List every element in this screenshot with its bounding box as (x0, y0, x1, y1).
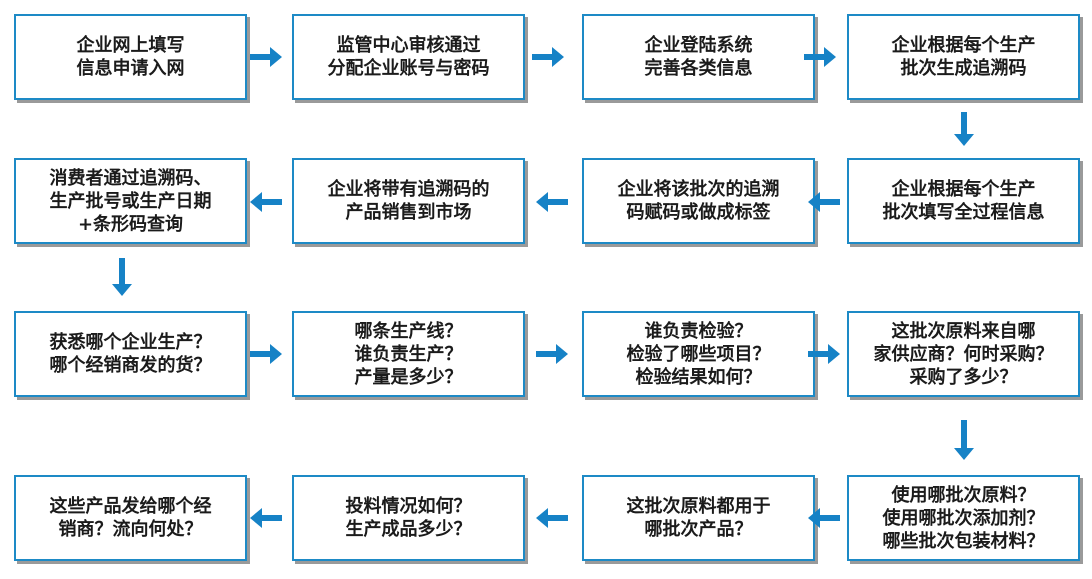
step-label: 获悉哪个企业生产？ 哪个经销商发的货？ (49, 332, 212, 376)
step-online-application: 企业网上填写 信息申请入网 (14, 14, 247, 100)
step-label: 企业根据每个生产 批次生成追溯码 (891, 35, 1036, 79)
arrow-down-icon (111, 258, 133, 296)
step-login-complete-info: 企业登陆系统 完善各类信息 (582, 14, 815, 100)
arrow-right-icon (536, 343, 568, 365)
question-inspection: 谁负责检验？ 检验了哪些项目？ 检验结果如何？ (582, 311, 815, 397)
step-generate-trace-code: 企业根据每个生产 批次生成追溯码 (847, 14, 1080, 100)
step-label: 企业登陆系统 完善各类信息 (644, 35, 753, 79)
arrow-down-icon (953, 112, 975, 146)
arrow-left-icon (808, 191, 840, 213)
step-label: 投料情况如何？ 生产成品多少？ (345, 496, 472, 540)
step-label: 这批次原料都用于 哪批次产品？ (626, 496, 771, 540)
arrow-right-icon (808, 343, 840, 365)
step-label: 监管中心审核通过 分配企业账号与密码 (327, 35, 490, 79)
arrow-left-icon (250, 507, 282, 529)
step-label: 企业网上填写 信息申请入网 (76, 35, 185, 79)
step-label: 这批次原料来自哪 家供应商？何时采购？ 采购了多少？ (873, 320, 1054, 388)
question-material-usage: 这批次原料都用于 哪批次产品？ (582, 475, 815, 561)
arrow-right-icon (250, 343, 282, 365)
arrow-left-icon (250, 191, 282, 213)
step-label: 企业将该批次的追溯 码赋码或做成标签 (617, 179, 780, 223)
step-review-account: 监管中心审核通过 分配企业账号与密码 (292, 14, 525, 100)
step-label: 企业根据每个生产 批次填写全过程信息 (882, 179, 1045, 223)
step-label: 谁负责检验？ 检验了哪些项目？ 检验结果如何？ (626, 320, 771, 388)
question-distribution-flow: 这些产品发给哪个经 销商？流向何处？ (14, 475, 247, 561)
question-production-line: 哪条生产线？ 谁负责生产？ 产量是多少？ (292, 311, 525, 397)
arrow-down-icon (953, 420, 975, 460)
step-assign-code-label: 企业将该批次的追溯 码赋码或做成标签 (582, 158, 815, 244)
arrow-left-icon (808, 507, 840, 529)
arrow-left-icon (536, 507, 568, 529)
step-sell-to-market: 企业将带有追溯码的 产品销售到市场 (292, 158, 525, 244)
arrow-right-icon (532, 46, 564, 68)
step-label: 使用哪批次原料？ 使用哪批次添加剂？ 哪些批次包装材料？ (882, 484, 1045, 552)
arrow-right-icon (250, 46, 282, 68)
arrow-left-icon (536, 191, 568, 213)
step-fill-process-info: 企业根据每个生产 批次填写全过程信息 (847, 158, 1080, 244)
question-raw-material-supplier: 这批次原料来自哪 家供应商？何时采购？ 采购了多少？ (847, 311, 1080, 397)
question-batches-used: 使用哪批次原料？ 使用哪批次添加剂？ 哪些批次包装材料？ (847, 475, 1080, 561)
question-feeding-output: 投料情况如何？ 生产成品多少？ (292, 475, 525, 561)
step-label: 哪条生产线？ 谁负责生产？ 产量是多少？ (354, 320, 463, 388)
arrow-right-icon (804, 46, 836, 68)
step-label: 企业将带有追溯码的 产品销售到市场 (327, 179, 490, 223)
step-label: 这些产品发给哪个经 销商？流向何处？ (49, 496, 212, 540)
question-producer-distributor: 获悉哪个企业生产？ 哪个经销商发的货？ (14, 311, 247, 397)
step-consumer-query: 消费者通过追溯码、 生产批号或生产日期 +条形码查询 (14, 158, 247, 244)
step-label: 消费者通过追溯码、 生产批号或生产日期 +条形码查询 (49, 167, 212, 235)
